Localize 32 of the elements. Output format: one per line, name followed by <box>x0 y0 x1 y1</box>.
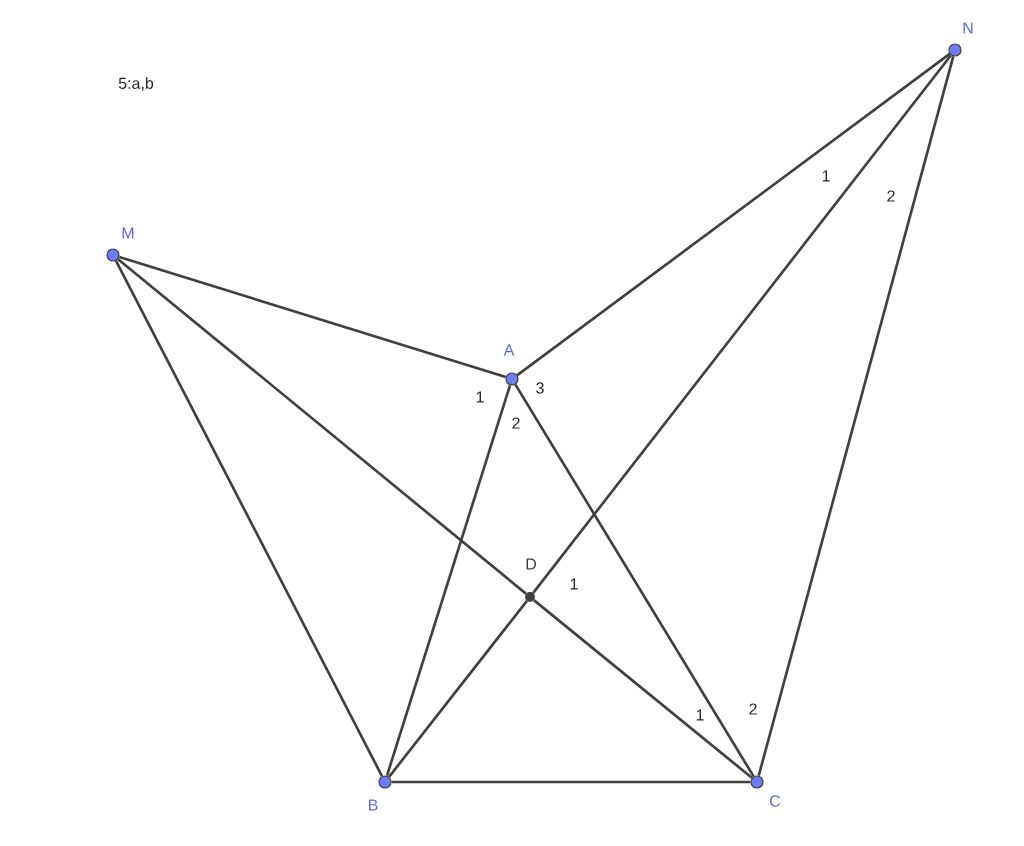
point <box>525 592 535 602</box>
point-label: N <box>963 22 973 34</box>
line-segment <box>118 255 507 379</box>
line-segment <box>514 383 755 778</box>
title-label: 5:a,b <box>118 77 154 91</box>
angle-number: 1 <box>822 170 830 182</box>
line-segment <box>385 384 512 777</box>
point <box>505 372 519 386</box>
line-segment <box>533 599 753 779</box>
point-label: B <box>369 799 378 811</box>
point <box>106 248 120 262</box>
line-segment <box>531 54 952 594</box>
line-segment <box>757 56 955 776</box>
line-segment <box>391 780 751 784</box>
angle-number: 1 <box>696 709 704 721</box>
point <box>378 775 392 789</box>
line-segment <box>117 258 528 595</box>
angle-number: 3 <box>536 382 544 394</box>
angle-number: 2 <box>512 417 520 429</box>
point <box>750 775 764 789</box>
point-label: C <box>770 795 781 807</box>
point-label: A <box>503 344 515 356</box>
line-segment <box>114 260 384 777</box>
point-label: M <box>122 227 134 239</box>
angle-number: 2 <box>749 703 757 715</box>
angle-number: 1 <box>476 391 484 403</box>
point <box>948 43 962 57</box>
angle-number: 2 <box>887 190 895 202</box>
line-segment <box>516 52 951 377</box>
point-label: D <box>526 558 536 570</box>
angle-number: 1 <box>570 578 578 590</box>
line-segment <box>388 600 528 778</box>
